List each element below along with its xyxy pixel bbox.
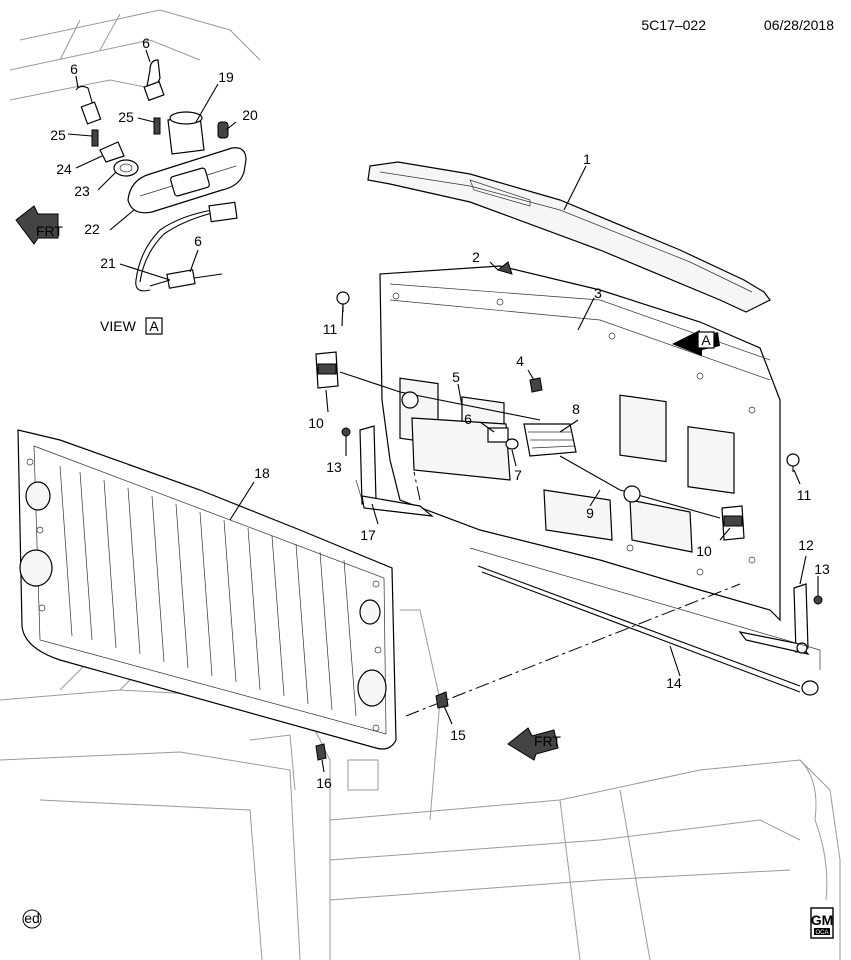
support-cable <box>469 547 821 696</box>
callout-18: 18 <box>254 465 270 481</box>
callout-7: 7 <box>514 467 522 483</box>
alignment-line-cable <box>405 583 741 717</box>
svg-text:OCA: OCA <box>815 930 828 936</box>
diagram-date: 06/28/2018 <box>764 17 834 33</box>
callout-19: 19 <box>218 69 234 85</box>
callout-16: 16 <box>316 775 332 791</box>
callout-11-right: 11 <box>797 487 812 503</box>
latch-mechanism <box>339 371 721 519</box>
front-direction-arrow-view-a: FRT <box>15 205 63 245</box>
callout-25-left: 25 <box>50 127 66 143</box>
hinge-bolt-right <box>813 595 823 605</box>
panel-screw <box>315 743 327 761</box>
callout-25-right: 25 <box>118 109 134 125</box>
svg-text:FRT: FRT <box>534 733 561 749</box>
right-latch <box>721 505 745 541</box>
callout-17: 17 <box>360 527 376 543</box>
callout-22: 22 <box>84 221 100 237</box>
callout-1: 1 <box>583 151 591 167</box>
gm-logo: GM OCA <box>810 907 834 939</box>
latch-rod-right <box>559 455 721 519</box>
latch-rod-left <box>339 371 541 421</box>
left-latch <box>315 351 339 389</box>
svg-text:A: A <box>149 318 159 334</box>
callout-21: 21 <box>100 255 116 271</box>
view-a-label: VIEW <box>100 318 137 334</box>
callout-14: 14 <box>666 675 682 691</box>
callout-12: 12 <box>798 537 814 553</box>
callout-15: 15 <box>450 727 466 743</box>
view-a-box <box>145 317 163 335</box>
callout-13-right: 13 <box>814 561 830 577</box>
alignment-line-hinge <box>413 471 421 501</box>
view-a-license-lamp: FRT VIEW A <box>15 59 247 335</box>
ed-mark: ed <box>22 909 42 929</box>
callout-2: 2 <box>472 249 480 265</box>
left-hinge-bracket <box>355 425 434 517</box>
lamp-bracket <box>99 141 125 163</box>
callout-6-harness: 6 <box>194 233 202 249</box>
bolt-right <box>786 453 800 472</box>
callout-9: 9 <box>586 505 594 521</box>
callout-24: 24 <box>56 161 72 177</box>
panel-clip <box>435 691 449 709</box>
callout-6-top: 6 <box>142 35 150 51</box>
bumper-background <box>9 9 261 101</box>
callout-10-left: 10 <box>308 415 324 431</box>
diagram-ref-code: 5C17–022 <box>641 17 706 33</box>
svg-text:GM: GM <box>811 912 834 928</box>
tailgate-trim-panel <box>17 429 397 750</box>
lamp-harness <box>135 209 213 292</box>
svg-text:FRT: FRT <box>36 223 63 239</box>
leader-lines <box>67 49 819 773</box>
callout-5: 5 <box>452 369 460 385</box>
callout-13-left: 13 <box>326 459 342 475</box>
callout-6-left: 6 <box>70 61 78 77</box>
hinge-bolt-left <box>341 427 351 437</box>
callout-10-right: 10 <box>696 543 712 559</box>
svg-text:ed: ed <box>24 910 40 926</box>
callout-4: 4 <box>516 353 524 369</box>
lamp-bulb <box>217 121 229 139</box>
tailgate-top-cap <box>367 161 771 313</box>
tailgate-inner-panel <box>379 261 781 622</box>
lamp-grommet <box>113 159 139 177</box>
callout-numbers: 1 2 3 4 5 6 6 6 6 7 8 9 10 10 11 11 12 1… <box>50 35 830 791</box>
callout-6-latch: 6 <box>464 411 472 427</box>
callout-23: 23 <box>74 183 90 199</box>
view-a-direction-arrow: A <box>672 330 720 356</box>
callout-11-left: 11 <box>323 321 338 337</box>
front-direction-arrow-bottom: FRT <box>507 727 561 761</box>
callout-3: 3 <box>594 285 602 301</box>
callout-20: 20 <box>242 107 258 123</box>
callout-8: 8 <box>572 401 580 417</box>
svg-text:A: A <box>701 332 711 348</box>
cap-clip <box>496 261 513 275</box>
